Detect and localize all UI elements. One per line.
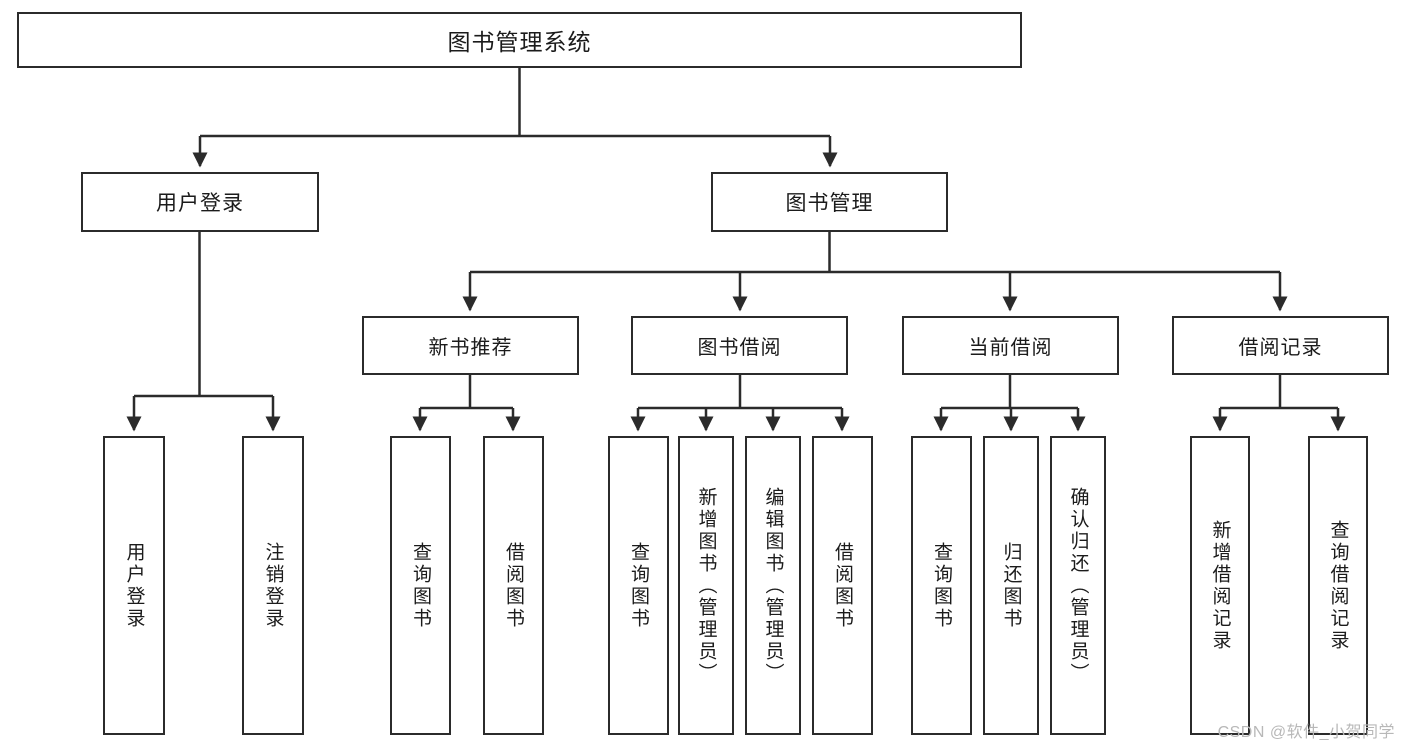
node-borrow-record[interactable]: 借阅记录 [1172, 316, 1389, 375]
leaf-edit-book-admin-label: 编辑图书（管理员） [762, 486, 784, 685]
leaf-add-borrow-record[interactable]: 新增借阅记录 [1190, 436, 1250, 735]
leaf-query-book-borrow[interactable]: 查询图书 [608, 436, 669, 735]
leaf-borrow-book-borrow-label: 借阅图书 [832, 541, 853, 630]
leaf-logout[interactable]: 注销登录 [242, 436, 304, 735]
node-new-book-recommend-label: 新书推荐 [428, 337, 513, 359]
leaf-user-login[interactable]: 用户登录 [103, 436, 165, 735]
leaf-borrow-book-newbook-label: 借阅图书 [503, 541, 524, 630]
leaf-query-borrow-record[interactable]: 查询借阅记录 [1308, 436, 1368, 735]
node-book-borrow-label: 图书借阅 [697, 337, 782, 359]
leaf-user-login-label: 用户登录 [123, 541, 145, 630]
node-borrow-record-label: 借阅记录 [1238, 337, 1323, 359]
node-current-borrow-label: 当前借阅 [968, 337, 1053, 359]
leaf-query-book-newbook[interactable]: 查询图书 [390, 436, 451, 735]
leaf-logout-label: 注销登录 [262, 541, 284, 630]
leaf-confirm-return-admin[interactable]: 确认归还（管理员） [1050, 436, 1106, 735]
node-current-borrow[interactable]: 当前借阅 [902, 316, 1119, 375]
node-root-label: 图书管理系统 [447, 29, 592, 55]
leaf-add-book-admin[interactable]: 新增图书（管理员） [678, 436, 734, 735]
leaf-query-book-newbook-label: 查询图书 [410, 541, 431, 630]
leaf-query-book-current[interactable]: 查询图书 [911, 436, 972, 735]
node-root[interactable]: 图书管理系统 [17, 12, 1022, 68]
node-book-management-label: 图书管理 [785, 192, 874, 215]
leaf-query-book-current-label: 查询图书 [931, 541, 952, 630]
node-book-borrow[interactable]: 图书借阅 [631, 316, 848, 375]
leaf-confirm-return-admin-label: 确认归还（管理员） [1067, 486, 1089, 685]
csdn-watermark: CSDN @软件_小贺同学 [1217, 724, 1395, 741]
leaf-edit-book-admin[interactable]: 编辑图书（管理员） [745, 436, 801, 735]
leaf-query-book-borrow-label: 查询图书 [628, 541, 649, 630]
leaf-borrow-book-borrow[interactable]: 借阅图书 [812, 436, 873, 735]
leaf-borrow-book-newbook[interactable]: 借阅图书 [483, 436, 544, 735]
leaf-return-book[interactable]: 归还图书 [983, 436, 1039, 735]
node-user-login[interactable]: 用户登录 [81, 172, 319, 232]
leaf-query-borrow-record-label: 查询借阅记录 [1327, 519, 1349, 652]
leaf-add-borrow-record-label: 新增借阅记录 [1209, 519, 1231, 652]
leaf-return-book-label: 归还图书 [1000, 541, 1022, 630]
node-new-book-recommend[interactable]: 新书推荐 [362, 316, 579, 375]
node-book-management[interactable]: 图书管理 [711, 172, 948, 232]
node-user-login-label: 用户登录 [156, 192, 244, 215]
leaf-add-book-admin-label: 新增图书（管理员） [695, 486, 717, 685]
